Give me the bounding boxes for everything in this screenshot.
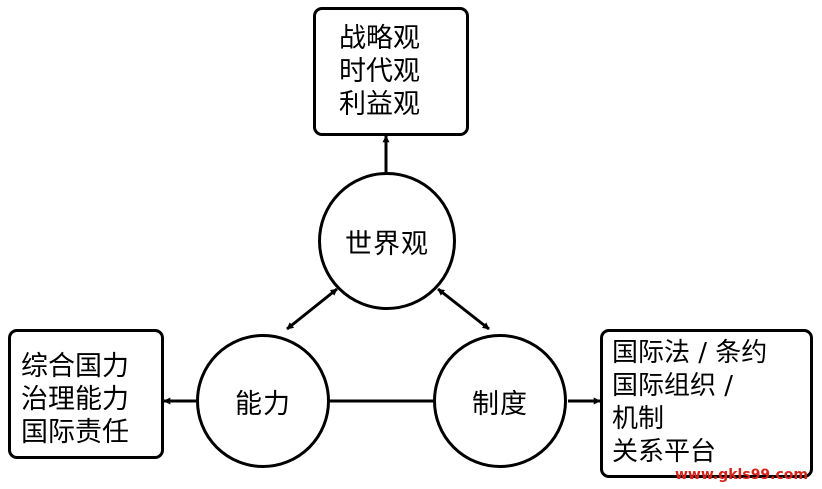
right-box-line: 关系平台 xyxy=(612,437,717,467)
right-box-line: 机制 xyxy=(612,404,665,434)
watermark: www.gkls99.com xyxy=(675,467,808,483)
left-box-line: 治理能力 xyxy=(21,384,129,415)
node-worldview-label: 世界观 xyxy=(345,228,429,260)
left-box: 综合国力 治理能力 国际责任 xyxy=(8,329,164,459)
node-institution: 制度 xyxy=(433,334,567,468)
top-box-line: 时代观 xyxy=(339,56,420,87)
top-box: 战略观 时代观 利益观 xyxy=(313,7,469,136)
right-box: 国际法 / 条约 国际组织 / 机制 关系平台 xyxy=(600,329,813,478)
top-box-line: 战略观 xyxy=(339,23,420,54)
node-worldview: 世界观 xyxy=(318,172,456,310)
left-box-line: 国际责任 xyxy=(21,417,129,448)
arrow-worldview-institution xyxy=(437,287,490,331)
node-institution-label: 制度 xyxy=(472,388,528,420)
right-box-line: 国际法 / 条约 xyxy=(612,338,768,368)
arrow-worldview-capability xyxy=(286,287,338,331)
node-capability-label: 能力 xyxy=(235,388,291,420)
top-box-lines: 战略观 时代观 利益观 xyxy=(339,25,420,124)
left-box-lines: 综合国力 治理能力 国际责任 xyxy=(21,353,129,452)
top-box-line: 利益观 xyxy=(339,89,420,120)
node-capability: 能力 xyxy=(196,334,330,468)
right-box-line: 国际组织 / xyxy=(612,371,734,401)
left-box-line: 综合国力 xyxy=(21,351,129,382)
right-box-lines: 国际法 / 条约 国际组织 / 机制 关系平台 xyxy=(612,340,767,472)
